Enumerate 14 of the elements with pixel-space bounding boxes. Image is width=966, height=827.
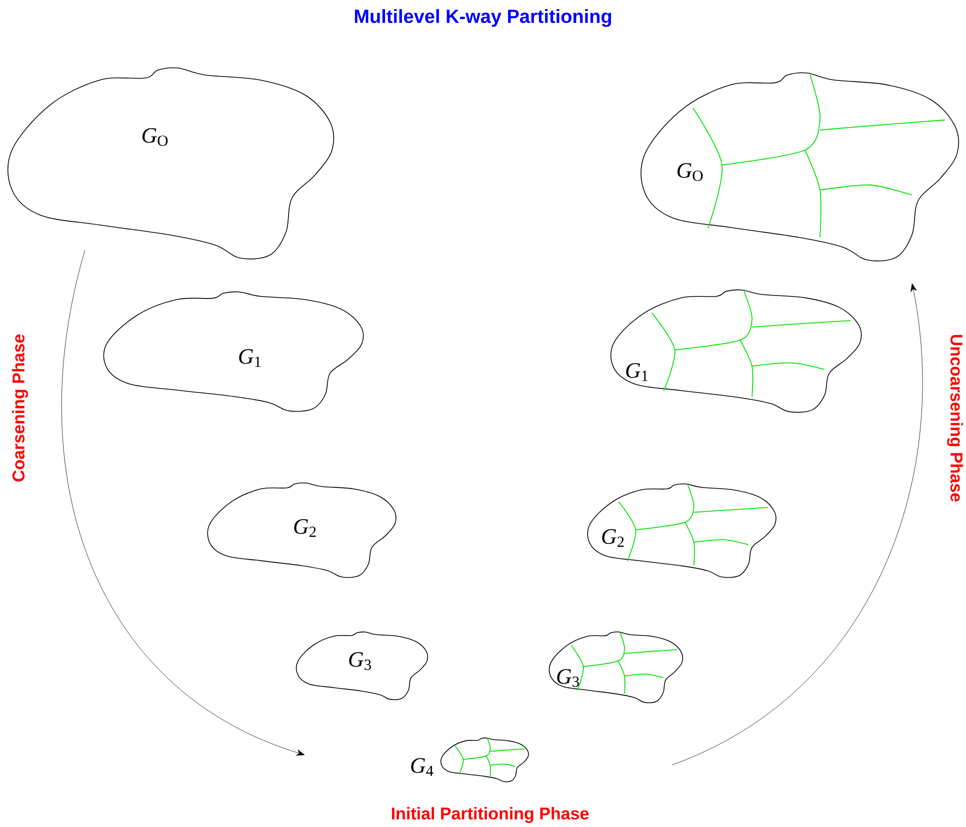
title: Multilevel K-way Partitioning xyxy=(354,9,612,27)
graph-blob: G$_{2}$ xyxy=(207,482,396,578)
graph-blob: G$_{O}$ xyxy=(7,67,334,260)
graph-blob: G$_{1}$ xyxy=(103,291,364,412)
phase-label: Initial Partitioning Phase xyxy=(392,807,589,823)
graph-blob: G$_{3}$ xyxy=(296,632,428,700)
graph-blob: G$_{O}$ xyxy=(640,72,960,262)
node-label: G$_{4}$ xyxy=(411,758,434,776)
graph-blob: G$_{3}$ xyxy=(548,632,684,704)
graph-blob: G$_{1}$ xyxy=(610,289,862,413)
graph-blob: G$_{4}$ xyxy=(411,738,529,782)
phase-label: Uncoarsening Phase xyxy=(947,334,963,502)
graph-blob: G$_{2}$ xyxy=(587,483,776,578)
phase-label: Coarsening Phase xyxy=(12,334,28,482)
